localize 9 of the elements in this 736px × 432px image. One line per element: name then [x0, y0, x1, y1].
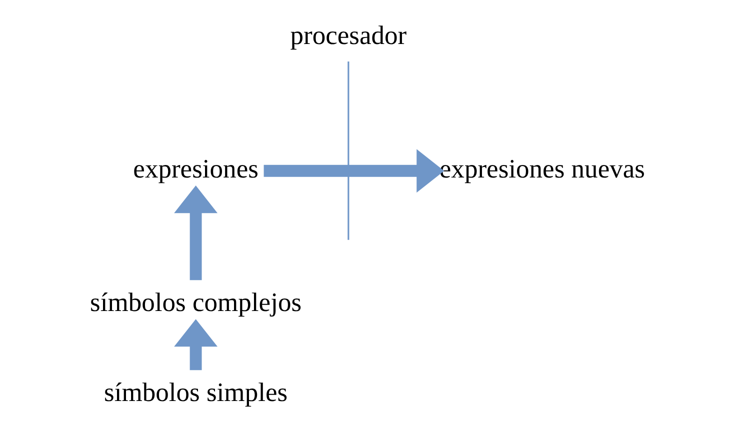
node-text: expresiones nuevas — [439, 154, 645, 184]
node-text: símbolos simples — [104, 377, 288, 408]
node-text: procesador — [290, 20, 407, 50]
node-text: expresiones — [133, 154, 258, 184]
arrow — [174, 186, 218, 280]
node-text: símbolos complejos — [90, 286, 302, 317]
arrow — [174, 319, 218, 370]
connector — [348, 62, 350, 240]
arrow — [264, 149, 444, 193]
